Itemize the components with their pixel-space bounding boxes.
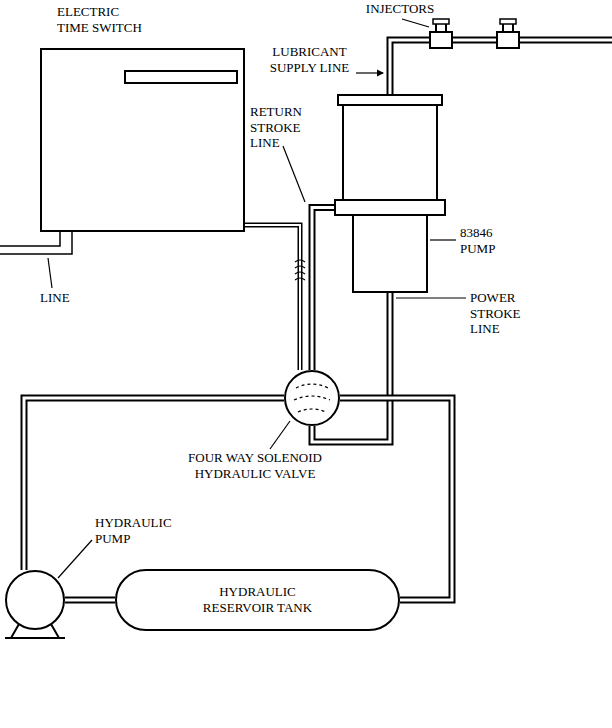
pump-cap <box>338 95 442 105</box>
pipe-run <box>24 398 284 570</box>
valve-port-mark <box>296 384 328 388</box>
hydraulic-pump-outline <box>5 570 65 630</box>
injector-tee <box>430 32 452 48</box>
lubricant-pump: 83846 PUMP <box>335 95 445 292</box>
injector-cap <box>433 19 449 24</box>
lubricant-pump-outline <box>335 95 445 292</box>
pipe-run <box>245 225 300 370</box>
power-wire <box>0 232 60 246</box>
pipe-run <box>65 600 115 601</box>
coil-turn <box>295 260 305 262</box>
valve-port-mark <box>294 396 330 400</box>
pump-housing <box>6 571 64 629</box>
leader-line <box>402 19 429 27</box>
leader-line <box>396 297 466 298</box>
pipe-run <box>312 208 335 371</box>
coil-turn <box>295 278 305 280</box>
solenoid-valve-outline <box>284 370 340 426</box>
pipe-bore <box>24 398 284 570</box>
line-label: RETURN STROKE LINE <box>250 104 312 151</box>
injector-tee <box>497 32 519 48</box>
leader-line <box>58 540 92 578</box>
line-label: POWER STROKE LINE <box>470 290 532 337</box>
injector-cap <box>500 19 516 24</box>
power-wire <box>0 232 72 254</box>
node-label: ELECTRIC TIME SWITCH <box>57 4 147 35</box>
part-label: INJECTORS <box>360 1 440 17</box>
leader-arrowhead <box>377 70 384 77</box>
injector <box>497 19 519 48</box>
leader-line <box>283 146 305 202</box>
coil-turn <box>295 266 305 268</box>
reservoir-tank: HYDRAULIC RESERVOIR TANK <box>115 569 400 631</box>
wire-label: LINE <box>40 290 80 306</box>
node-label: FOUR WAY SOLENOID HYDRAULIC VALVE <box>180 450 330 481</box>
hydraulic-pipe <box>312 208 335 371</box>
display-window <box>124 70 238 84</box>
pipe-bore <box>65 599 115 602</box>
pump-flange <box>335 200 445 215</box>
leader-line <box>48 258 52 288</box>
leader-line <box>270 421 290 449</box>
time-switch-box: ELECTRIC TIME SWITCH <box>40 48 245 232</box>
pump-body <box>353 215 427 292</box>
pump-cylinder <box>343 105 437 200</box>
pipe-bore <box>245 225 300 370</box>
pipe-bore <box>312 208 335 371</box>
coil-turn <box>295 272 305 274</box>
injector <box>430 19 452 48</box>
node-label: HYDRAULIC RESERVOIR TANK <box>183 584 333 615</box>
wire-coil <box>295 260 305 280</box>
valve-body <box>285 371 339 425</box>
line-label: LUBRICANT SUPPLY LINE <box>262 44 357 75</box>
hydraulic-pump: HYDRAULIC PUMP <box>5 570 65 630</box>
hydraulic-pipe <box>24 398 284 570</box>
solenoid-valve: FOUR WAY SOLENOID HYDRAULIC VALVE <box>284 370 340 426</box>
node-label: HYDRAULIC PUMP <box>95 515 180 546</box>
leader-line <box>430 239 456 240</box>
control-wire <box>245 225 300 370</box>
valve-port-mark <box>298 409 326 412</box>
node-label: 83846 PUMP <box>460 225 520 256</box>
hydraulic-pipe <box>65 597 115 604</box>
